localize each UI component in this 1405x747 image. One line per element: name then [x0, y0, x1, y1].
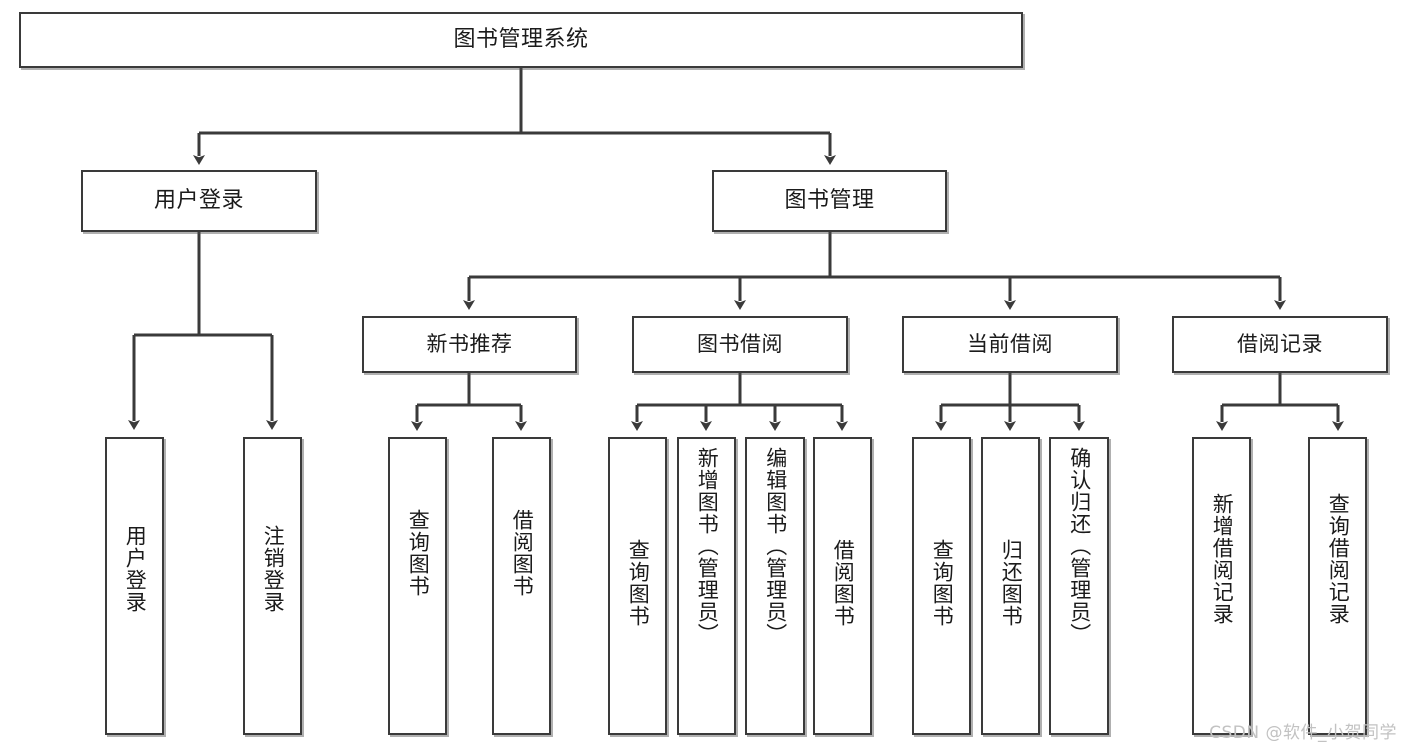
- node-new-book-recommend[interactable]: 新书推荐: [362, 316, 577, 373]
- node-leaf-logout[interactable]: 注销登录: [243, 437, 302, 735]
- node-label: 图书借阅: [697, 332, 783, 357]
- node-leaf-edit-book-admin[interactable]: 编辑图书（管理员）: [745, 437, 805, 735]
- node-leaf-user-login[interactable]: 用户登录: [105, 437, 164, 735]
- node-leaf-query-books-borrow[interactable]: 查询图书: [608, 437, 667, 735]
- node-label: 新书推荐: [426, 332, 513, 357]
- watermark-text: CSDN @软件_小贺同学: [1209, 723, 1397, 743]
- node-label: 用户登录: [123, 525, 148, 613]
- node-book-borrow[interactable]: 图书借阅: [632, 316, 848, 373]
- node-leaf-return-books[interactable]: 归还图书: [981, 437, 1040, 735]
- node-leaf-add-borrow-record[interactable]: 新增借阅记录: [1192, 437, 1251, 735]
- node-leaf-borrow-books[interactable]: 借阅图书: [813, 437, 872, 735]
- node-label: 查询图书: [406, 509, 431, 597]
- node-borrow-record[interactable]: 借阅记录: [1172, 316, 1388, 373]
- node-leaf-borrow-books-recommend[interactable]: 借阅图书: [492, 437, 551, 735]
- node-leaf-query-books-recommend[interactable]: 查询图书: [388, 437, 447, 735]
- node-label: 查询图书: [930, 539, 955, 627]
- node-label: 查询借阅记录: [1326, 493, 1351, 625]
- node-label: 借阅图书: [510, 509, 535, 597]
- node-label: 编辑图书（管理员）: [763, 447, 788, 645]
- node-leaf-query-borrow-record[interactable]: 查询借阅记录: [1308, 437, 1367, 735]
- node-label: 借阅图书: [831, 539, 856, 627]
- node-label: 用户登录: [153, 188, 244, 214]
- node-label: 新增借阅记录: [1210, 493, 1235, 625]
- node-label: 注销登录: [261, 525, 286, 613]
- node-label: 新增图书（管理员）: [695, 447, 720, 645]
- node-label: 归还图书: [999, 539, 1024, 627]
- node-label: 确认归还（管理员）: [1067, 447, 1092, 645]
- node-label: 图书管理系统: [453, 27, 589, 53]
- node-root-system[interactable]: 图书管理系统: [19, 12, 1023, 68]
- node-user-login[interactable]: 用户登录: [81, 170, 317, 232]
- node-label: 图书管理: [784, 188, 875, 214]
- node-leaf-confirm-return-admin[interactable]: 确认归还（管理员）: [1049, 437, 1109, 735]
- node-leaf-add-book-admin[interactable]: 新增图书（管理员）: [677, 437, 736, 735]
- node-label: 查询图书: [626, 539, 651, 627]
- node-leaf-query-books-current[interactable]: 查询图书: [912, 437, 971, 735]
- node-book-management[interactable]: 图书管理: [712, 170, 947, 232]
- node-current-borrow[interactable]: 当前借阅: [902, 316, 1118, 373]
- node-label: 当前借阅: [967, 332, 1053, 357]
- node-label: 借阅记录: [1237, 332, 1323, 357]
